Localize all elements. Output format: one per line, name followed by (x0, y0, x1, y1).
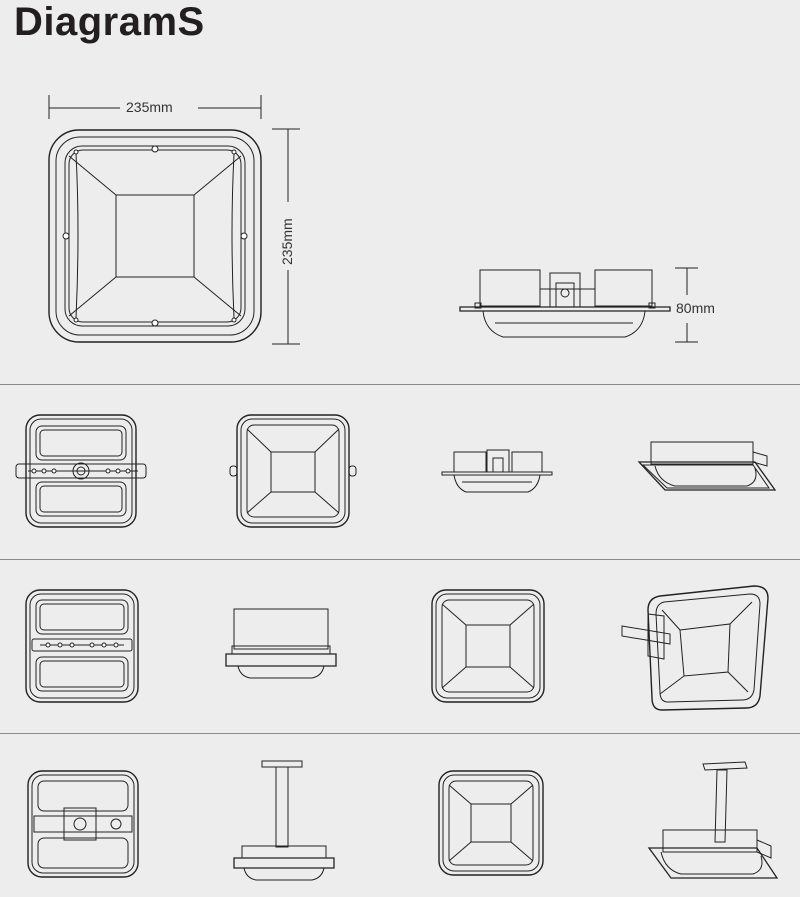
front-view-row1 (229, 412, 359, 530)
perspective-pendant (645, 760, 785, 890)
section-divider (0, 733, 800, 734)
front-view-dimensioned (40, 92, 310, 352)
perspective-wall-mount (618, 584, 773, 714)
height-dimension-label: 235mm (279, 218, 295, 265)
back-view-wall-bracket (20, 587, 148, 705)
side-view-wall-mount (222, 606, 340, 682)
perspective-view-row1 (635, 438, 780, 500)
depth-dimension-label: 80mm (676, 300, 715, 316)
section-divider (0, 559, 800, 560)
back-view-bracket (14, 412, 154, 530)
width-dimension-label: 235mm (126, 99, 173, 115)
section-divider (0, 384, 800, 385)
side-view-pendant (228, 758, 340, 886)
front-view-row2 (428, 587, 548, 705)
page-title: DiagramS (14, 0, 205, 44)
back-view-pendant (24, 768, 144, 880)
front-view-row3 (435, 768, 547, 878)
side-view-row1 (440, 448, 555, 496)
side-view-dimensioned (455, 265, 705, 345)
